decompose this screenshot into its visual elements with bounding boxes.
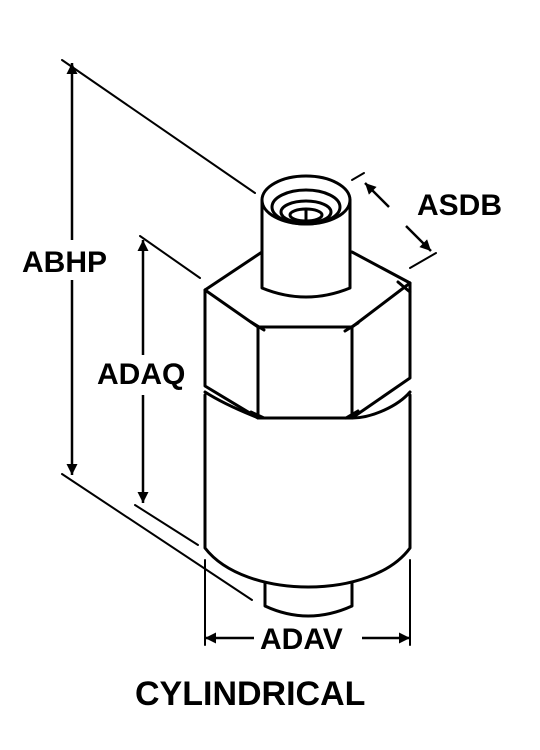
- cylinder-body: [203, 390, 412, 589]
- adaq-label: ADAQ: [97, 358, 185, 391]
- adav-label: ADAV: [260, 623, 343, 656]
- bottom-stub: [263, 578, 354, 618]
- extension-line-bottom: [61, 473, 253, 601]
- hex-nut: [203, 250, 412, 420]
- extension-line-fitting-right: [409, 252, 437, 269]
- extension-line-body-bottom: [134, 504, 199, 546]
- asdb-arrow-lower: [405, 225, 432, 252]
- diagram-caption: CYLINDRICAL: [135, 675, 365, 713]
- top-fitting: [260, 174, 352, 299]
- asdb-arrow-upper: [364, 182, 390, 208]
- extension-line-top: [61, 59, 256, 194]
- asdb-label: ASDB: [417, 189, 502, 222]
- extension-line-fitting-left: [351, 172, 365, 181]
- abhp-label: ABHP: [22, 246, 107, 279]
- extension-line-nut-top: [139, 235, 201, 279]
